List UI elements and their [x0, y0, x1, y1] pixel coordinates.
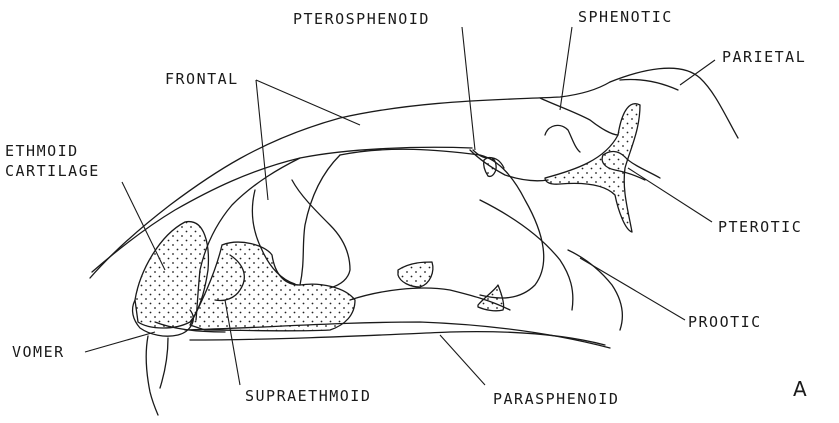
leader-pterosphenoid: [462, 27, 475, 150]
labels: PTEROSPHENOID SPHENOTIC PARIETAL FRONTAL…: [5, 8, 807, 408]
orbit-outline: [340, 149, 544, 298]
leader-prootic: [580, 258, 685, 320]
label-pterosphenoid: PTEROSPHENOID: [293, 10, 430, 28]
leader-parasphenoid: [440, 335, 485, 385]
label-supraethmoid: SUPRAETHMOID: [245, 387, 371, 405]
label-ethmoid-line2: CARTILAGE: [5, 162, 100, 180]
pterosphenoid-cartilage: [484, 158, 496, 177]
label-frontal: FRONTAL: [165, 70, 239, 88]
label-vomer: VOMER: [12, 343, 65, 361]
label-pterotic: PTEROTIC: [718, 218, 802, 236]
label-sphenotic: SPHENOTIC: [578, 8, 673, 26]
prootic-lower: [568, 250, 622, 330]
leader-sphenotic: [560, 27, 572, 110]
sphenotic-frontal-suture: [470, 150, 548, 181]
optic-region: [292, 180, 350, 288]
label-ethmoid-line1: ETHMOID: [5, 142, 79, 160]
panel-letter: A: [793, 377, 807, 401]
supraethmoid-cartilage-region: [190, 242, 355, 331]
cartilage-regions: [135, 104, 640, 331]
sphenotic-hook: [545, 125, 580, 152]
label-prootic: PROOTIC: [688, 313, 762, 331]
sphenotic-outline: [540, 98, 618, 135]
frontal-lower-line: [92, 147, 472, 272]
orbit-lower: [300, 155, 340, 285]
otic-cartilage: [545, 104, 640, 232]
vomer-tooth-1: [146, 336, 158, 415]
prootic-cartilage: [398, 262, 433, 287]
leader-parietal: [680, 60, 715, 85]
parietal-inner: [620, 79, 678, 90]
leader-frontal-1: [256, 80, 360, 125]
leader-pterotic: [628, 168, 712, 222]
label-parasphenoid: PARASPHENOID: [493, 390, 619, 408]
leader-vomer: [85, 332, 155, 352]
leader-frontal-2: [256, 80, 268, 200]
leader-ethmoid: [122, 182, 165, 270]
vomer-tooth-2: [160, 338, 168, 388]
label-parietal: PARIETAL: [722, 48, 806, 66]
